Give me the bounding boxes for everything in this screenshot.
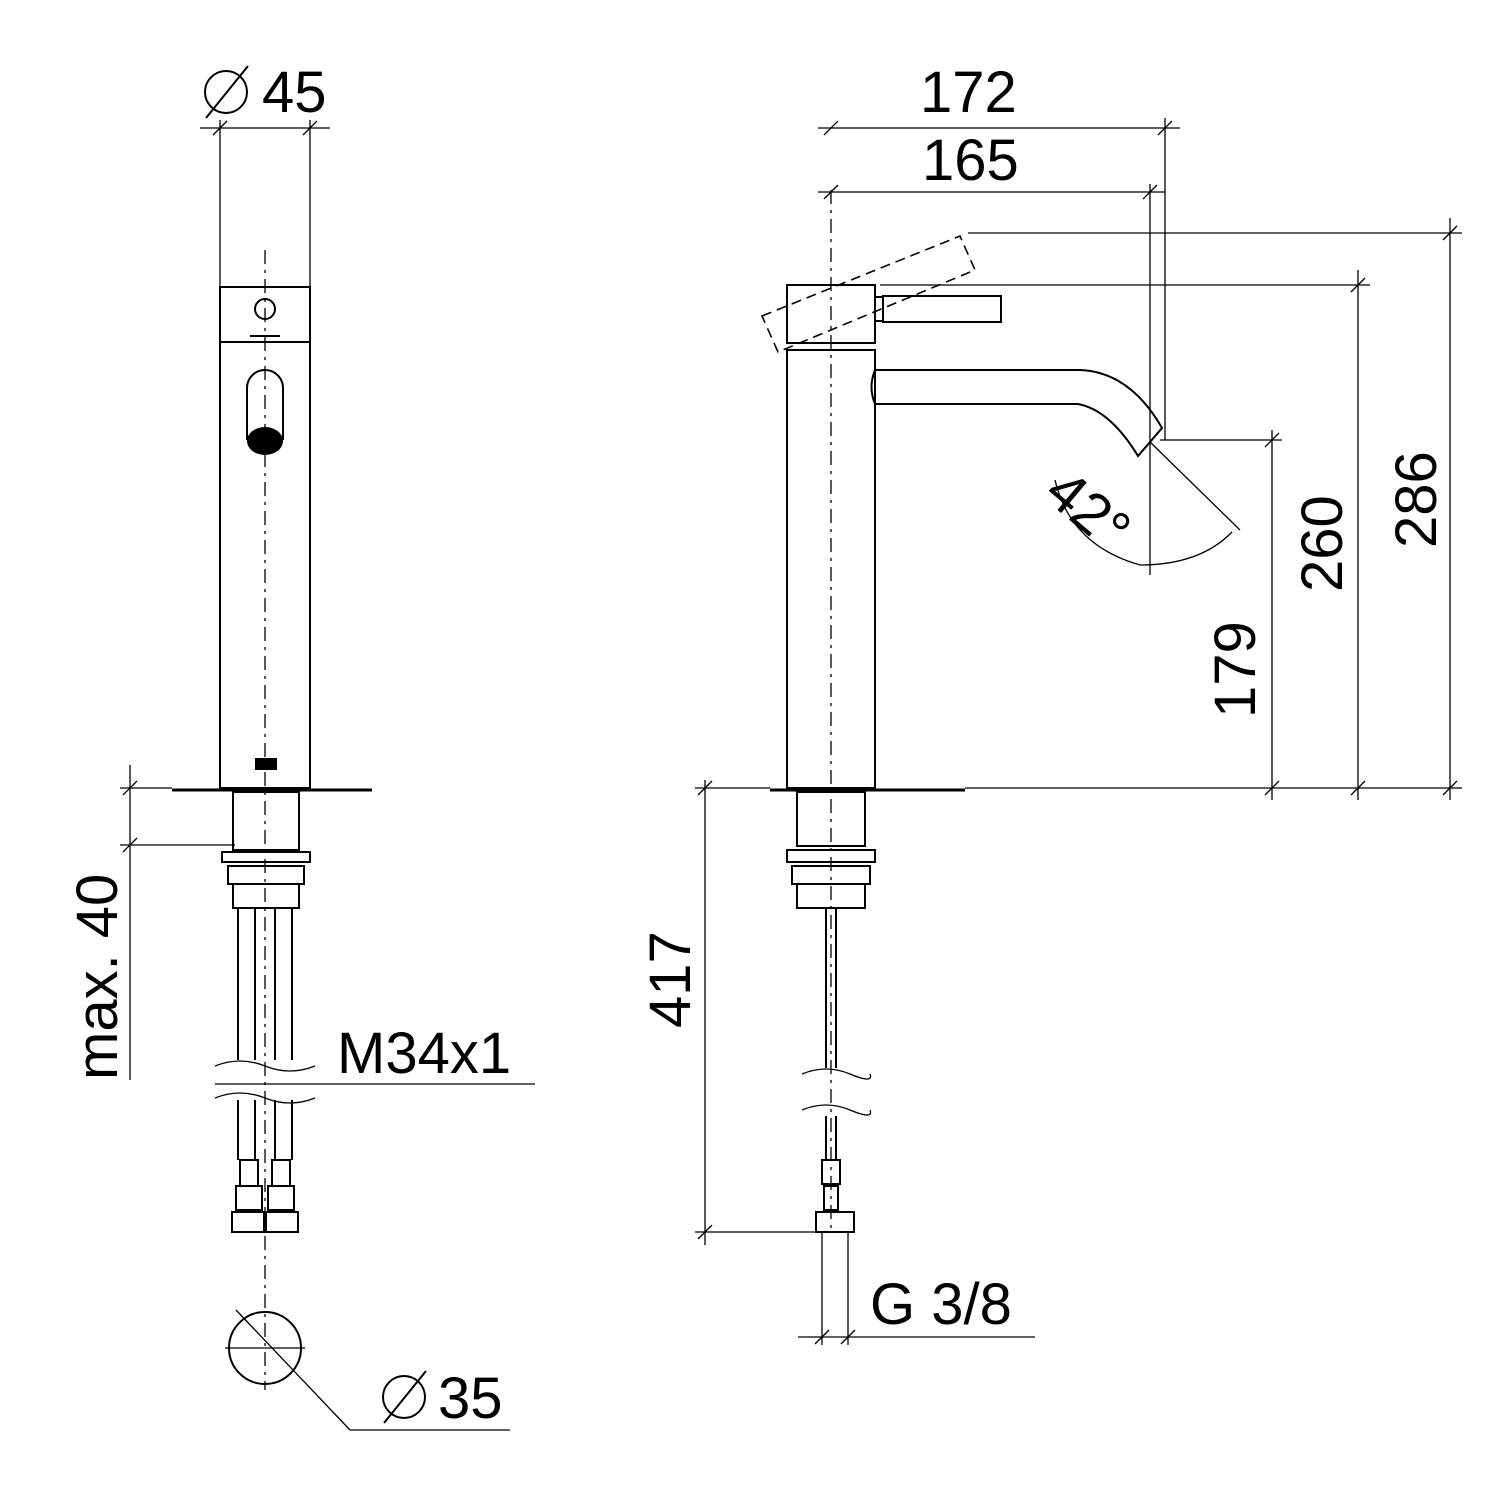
dim-g-3-8: G 3/8 bbox=[870, 1272, 1012, 1337]
aerator-icon bbox=[247, 427, 283, 455]
diameter-icon bbox=[204, 65, 249, 119]
dim-angle-42: 42° bbox=[1034, 457, 1143, 563]
dim-max-40: max. 40 bbox=[65, 874, 130, 1080]
side-lever bbox=[882, 295, 1002, 323]
front-hoses bbox=[214, 908, 316, 1233]
dim-m34x1: M34x1 bbox=[337, 1021, 511, 1086]
diameter-icon bbox=[382, 1370, 427, 1424]
side-body bbox=[786, 349, 876, 789]
dim-172: 172 bbox=[920, 60, 1017, 125]
side-view bbox=[760, 190, 1164, 1233]
dim-front-diameter-45: 45 bbox=[262, 60, 327, 125]
dim-417: 417 bbox=[638, 931, 703, 1028]
side-spout bbox=[875, 369, 1164, 458]
front-marker bbox=[255, 758, 277, 770]
front-dimensions: 45 max. 40 M34x1 35 bbox=[65, 60, 535, 1431]
dim-286: 286 bbox=[1384, 451, 1449, 548]
side-dimensions: 172 165 42° 179 260 286 bbox=[638, 60, 1462, 1345]
dim-179: 179 bbox=[1203, 621, 1268, 718]
dim-260: 260 bbox=[1290, 495, 1355, 592]
front-view bbox=[172, 250, 510, 1431]
dim-165: 165 bbox=[922, 128, 1019, 193]
lever-open-position bbox=[760, 234, 977, 354]
dim-hole-diameter-35: 35 bbox=[438, 1366, 503, 1431]
